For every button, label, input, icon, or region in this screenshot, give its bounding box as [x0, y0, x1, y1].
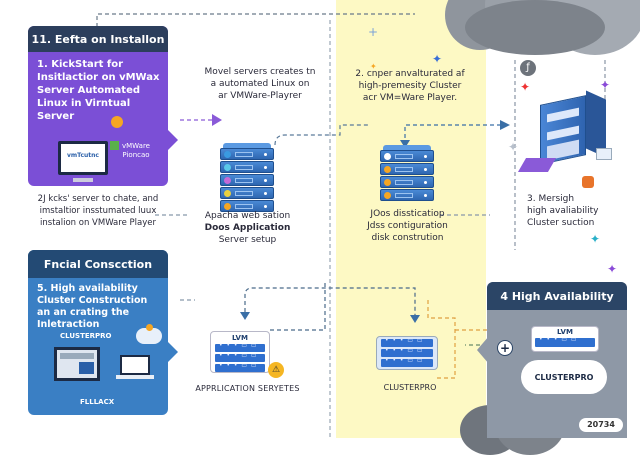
- step1-card: 11. Eefta on Installon 1. KickStart for …: [28, 26, 178, 186]
- final-card-body: 5. High availability Cluster Constructio…: [37, 283, 148, 330]
- ha-server-box-icon: [540, 95, 586, 165]
- final-card: Fncial Conscction 5. High availability C…: [28, 250, 178, 415]
- top-center-note: Movel servers creates tn a automated Lin…: [204, 67, 316, 101]
- vmware-icon: [111, 116, 123, 128]
- sparkle-icon: ✦: [600, 78, 611, 92]
- app-services-badge-icon: ⚠: [268, 362, 284, 378]
- sparkle-icon: +: [368, 25, 379, 39]
- monitor-stand: [73, 178, 93, 182]
- top-connector: [96, 13, 415, 27]
- final-card-header: Fncial Conscction: [28, 250, 168, 278]
- app-to-yellow: [274, 124, 370, 146]
- arrowhead-app: [240, 312, 250, 320]
- step1-card-title: 11. Eefta on Installon: [31, 32, 165, 46]
- app-rack-lvm-label: LVM: [232, 334, 248, 342]
- ha-card-pointer: [477, 336, 489, 364]
- jboss-server-icon: [380, 145, 434, 202]
- step1-card-body: 1. KickStart for Insitlactior on vMWax S…: [37, 59, 160, 122]
- ha-hex-icon: [582, 176, 594, 188]
- ha-note: 3. Mersigh high avaliability Cluster suc…: [527, 194, 599, 228]
- yellow-note: 2. cnper anvalturated af high-premesity …: [355, 69, 465, 103]
- step2-note: 2J kcks' server to chate, and imstaltior…: [37, 194, 159, 228]
- fallback-label: FLLLACX: [80, 398, 115, 406]
- app-services-rack: LVM: [210, 331, 270, 373]
- clusterpro-cloud: CLUSTERPRO: [521, 360, 607, 394]
- final-card-pointer: [166, 340, 178, 364]
- arrowhead-jboss: [400, 140, 410, 148]
- sparkle-icon: ✦: [432, 52, 443, 66]
- sun-badge-icon: [146, 324, 153, 331]
- add-node-button[interactable]: +: [497, 340, 513, 356]
- sparkle-icon: ✦: [508, 140, 519, 154]
- clusterpro-caption: CLUSTERPRO: [383, 383, 437, 392]
- final-card-title: Fncial Conscction: [43, 257, 153, 271]
- arrowhead-cluster: [410, 315, 420, 323]
- connector-lines: [96, 13, 606, 438]
- ha-lvm-label: LVM: [557, 328, 573, 336]
- app-server-icon: [220, 143, 274, 213]
- yellow-to-ha: [404, 124, 500, 145]
- ha-count-badge: 20734: [579, 418, 623, 432]
- vmware-label: vMWare Pioncao: [122, 142, 150, 159]
- step1-card-pointer: [166, 128, 178, 152]
- loop-to-clusterpro: [244, 287, 416, 315]
- final-clusterpro-label: CLUSTERPRO: [60, 332, 112, 340]
- ha-card: 4 High Availability LVM + CLUSTERPRO: [477, 282, 627, 438]
- cloud-badge-icon: ƒ: [520, 60, 536, 76]
- clusterpro-server-icon: [376, 336, 438, 370]
- monitor-icon: vmTcutnc: [58, 141, 108, 175]
- app-tile-icon: [110, 141, 119, 150]
- step1-card-header: 11. Eefta on Installon: [28, 26, 168, 52]
- laptop-icon: [120, 355, 150, 375]
- sparkle-icon: ✦: [520, 80, 531, 94]
- app-server-caption: Apacha web sation Doos Application Serve…: [204, 211, 291, 245]
- sparkle-icon: ✦: [370, 62, 377, 71]
- arrowhead-ha: [500, 120, 510, 130]
- arrowhead-step1: [212, 114, 222, 126]
- ha-lvm-rack: LVM: [531, 326, 599, 352]
- sparkle-icon: ✦: [590, 232, 601, 246]
- ha-card-header: 4 High Availability: [487, 282, 627, 310]
- ha-small-box: [596, 148, 612, 160]
- app-services-caption: APPRLICATION SERYETES: [195, 384, 300, 393]
- laptop-base: [116, 375, 154, 379]
- storm-cloud: [445, 0, 640, 60]
- cloud-icon: [136, 328, 162, 344]
- dashboard-monitor-icon: [54, 347, 100, 381]
- monitor-label: vmTcutnc: [67, 152, 99, 159]
- ha-card-title: 4 High Availability: [500, 289, 614, 303]
- orange-link: [427, 300, 456, 379]
- jboss-caption: JOos dissticatiop Jdss contiguration dis…: [367, 209, 448, 243]
- sparkle-icon: ✦: [607, 262, 618, 276]
